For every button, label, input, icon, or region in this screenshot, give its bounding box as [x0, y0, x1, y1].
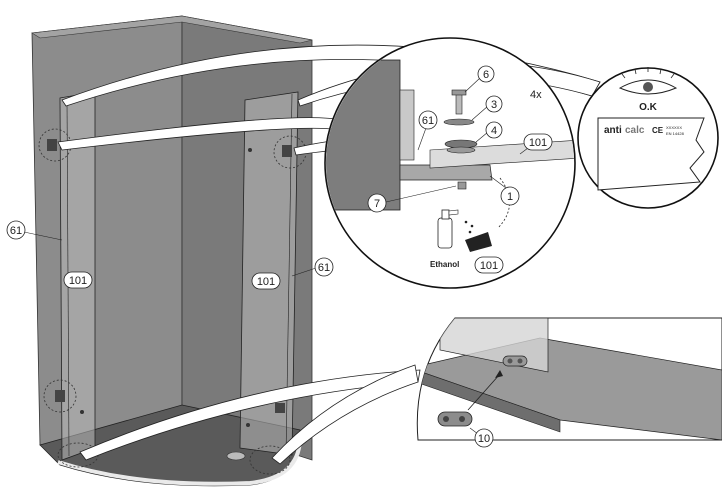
cert-line-2: EN 14428 [666, 131, 685, 136]
callout-61-detail: 61 [417, 110, 438, 151]
spacer-part-10 [437, 411, 473, 427]
detail-circle-fitting: 6 3 4 61 101 7 1 [324, 37, 576, 289]
tray-rim [57, 439, 302, 486]
svg-text:101: 101 [480, 260, 498, 272]
callout-7: 7 [367, 185, 457, 213]
ok-label: O.K [639, 102, 658, 113]
eye-icon [618, 67, 678, 95]
spray-bottle-icon [437, 209, 474, 249]
cloth-icon [465, 232, 492, 252]
detail-circle-label: O.K anti calc CE XXXXXX EN 14428 [577, 67, 719, 209]
callout-10: 10 [469, 427, 494, 448]
hinge-right-top [282, 145, 292, 157]
detail-marker-foot-right [249, 445, 291, 475]
ce-mark: CE [652, 126, 664, 135]
svg-text:1: 1 [507, 191, 513, 203]
callout-101-left: 101 [63, 271, 93, 289]
svg-text:61: 61 [10, 225, 22, 237]
callout-101-right: 101 [251, 272, 281, 290]
hinge-left-bottom [55, 390, 65, 402]
brand-anti: anti [604, 125, 622, 136]
callout-6: 6 [464, 65, 495, 93]
callout-61-left: 61 [6, 220, 63, 241]
svg-text:7: 7 [374, 198, 380, 210]
svg-text:4: 4 [491, 125, 497, 137]
callout-1: 1 [489, 175, 520, 206]
cert-line-1: XXXXXX [666, 125, 682, 130]
svg-text:61: 61 [318, 262, 330, 274]
svg-text:6: 6 [483, 69, 489, 81]
label-sticker [597, 117, 705, 191]
brand-calc: calc [625, 125, 645, 136]
svg-text:101: 101 [69, 275, 87, 287]
svg-text:101: 101 [257, 276, 275, 288]
callout-3: 3 [471, 95, 503, 121]
callout-4: 4 [475, 121, 503, 143]
svg-text:101: 101 [529, 137, 547, 149]
callout-101-cloth: 101 [474, 256, 504, 274]
svg-text:61: 61 [422, 115, 434, 127]
ethanol-label: Ethanol [430, 260, 459, 269]
hinge-left-top [47, 139, 57, 151]
quantity-label: 4x [530, 89, 542, 101]
drain [226, 451, 246, 461]
svg-text:3: 3 [491, 99, 497, 111]
callout-101-detail: 101 [519, 133, 553, 155]
detail-foot: 10 [416, 317, 722, 448]
hinge-right-bottom [275, 403, 285, 413]
svg-text:10: 10 [478, 433, 490, 445]
detail-marker-bottom-left [43, 379, 77, 413]
wall-top-edge [31, 15, 313, 44]
callout-61-right: 61 [291, 257, 334, 277]
shower-enclosure [31, 15, 313, 487]
